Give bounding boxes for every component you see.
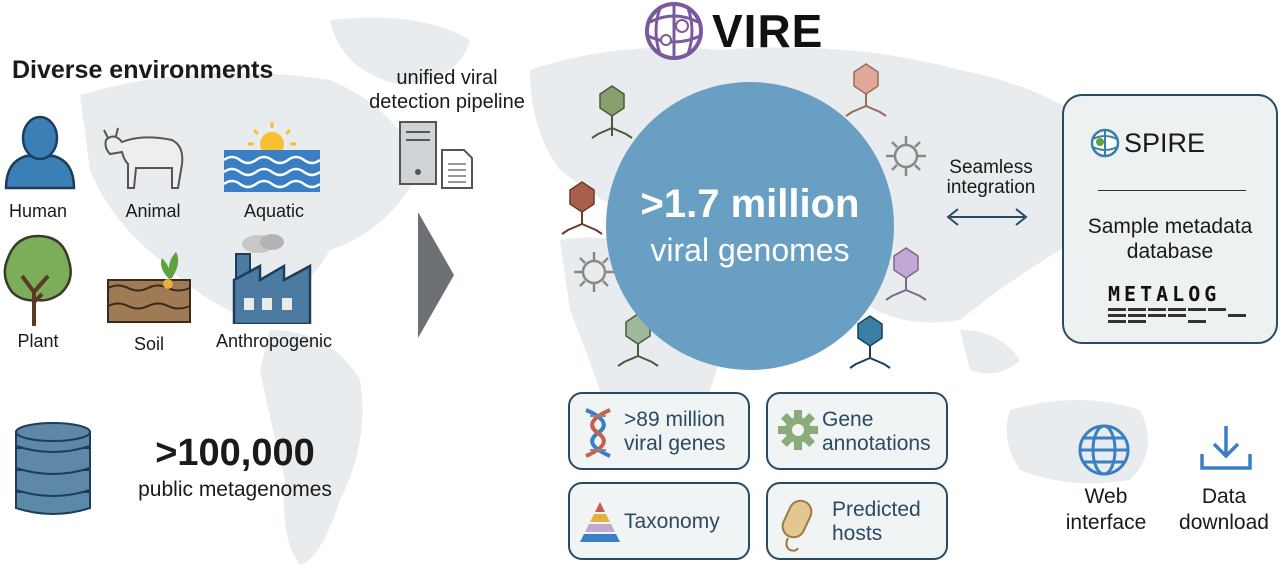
- feature-predicted-hosts-line1: Predicted: [832, 498, 921, 521]
- web-interface-line2: interface: [1065, 511, 1147, 534]
- pipeline-label-line1: unified viral: [396, 67, 498, 89]
- virus-icon: [574, 252, 614, 292]
- feature-gene-annotations-line1: Gene: [822, 408, 874, 431]
- vire-title: VIRE: [712, 5, 824, 57]
- double-arrow-icon: [946, 208, 1028, 226]
- feature-gene-annotations-line2: annotations: [822, 432, 931, 455]
- pipeline-label: unified viral detection pipeline: [352, 66, 542, 114]
- metalog-bars-icon: [1108, 308, 1246, 323]
- metagenome-label: public metagenomes: [138, 478, 332, 501]
- spire-description-line1: Sample metadata: [1087, 215, 1253, 238]
- flow-arrow-icon: [418, 212, 454, 338]
- server-icon: [399, 121, 473, 189]
- spire-panel: SPIRE Sample metadata database METALOG: [1062, 94, 1278, 344]
- genome-label: viral genomes: [650, 232, 850, 268]
- env-label-aquatic: Aquatic: [243, 201, 305, 221]
- human-icon: [4, 115, 76, 190]
- virus-icon: [886, 136, 926, 176]
- bacterium-icon: [781, 499, 813, 552]
- viral-genomes-circle: >1.7 million viral genomes: [606, 82, 894, 370]
- integration-label-line2: integration: [946, 177, 1036, 198]
- metagenome-count: >100,000: [155, 432, 315, 474]
- metalog-logo: METALOG: [1108, 282, 1246, 329]
- spire-name: SPIRE: [1124, 128, 1206, 158]
- spire-divider: [1098, 190, 1246, 191]
- phage-icon: [845, 63, 887, 117]
- vire-logo-icon: [645, 2, 703, 60]
- factory-icon: [232, 234, 312, 324]
- globe-icon: [1078, 424, 1130, 476]
- aquatic-icon: [224, 122, 320, 192]
- env-label-animal: Animal: [125, 201, 181, 221]
- spire-description: Sample metadata database: [1064, 214, 1276, 264]
- spire-description-line2: database: [1126, 240, 1214, 263]
- dna-icon: [585, 408, 611, 458]
- environments-heading: Diverse environments: [12, 56, 274, 84]
- soil-icon: [107, 252, 191, 323]
- metalog-text: METALOG: [1108, 282, 1221, 306]
- phage-icon: [849, 315, 891, 369]
- feature-taxonomy-line1: Taxonomy: [624, 510, 720, 533]
- integration-label: Seamless integration: [936, 158, 1046, 198]
- feature-gene-annotations: Gene annotations: [766, 392, 948, 470]
- pyramid-icon: [580, 502, 620, 542]
- database-icon: [15, 422, 91, 515]
- phage-icon: [591, 85, 633, 139]
- integration-label-line1: Seamless: [949, 157, 1033, 178]
- phage-icon: [885, 247, 927, 301]
- spire-logo-icon: [1090, 128, 1120, 158]
- web-interface-label: Web interface: [1054, 484, 1158, 536]
- feature-predicted-hosts: Predicted hosts: [766, 482, 948, 560]
- feature-predicted-hosts-line2: hosts: [832, 522, 883, 545]
- pipeline-label-line2: detection pipeline: [369, 91, 525, 113]
- tree-icon: [3, 234, 72, 326]
- gear-icon: [778, 410, 818, 450]
- env-label-anthropogenic: Anthropogenic: [215, 331, 333, 351]
- feature-viral-genes: >89 million viral genes: [568, 392, 750, 470]
- data-download-line2: download: [1179, 511, 1269, 534]
- feature-viral-genes-line2: viral genes: [624, 432, 726, 455]
- env-label-plant: Plant: [17, 331, 59, 351]
- env-label-human: Human: [8, 201, 68, 221]
- data-download-line1: Data: [1201, 485, 1247, 508]
- feature-taxonomy: Taxonomy: [568, 482, 750, 560]
- feature-viral-genes-line1: >89 million: [624, 408, 725, 431]
- phage-icon: [561, 181, 603, 235]
- genome-count: >1.7 million: [640, 182, 860, 226]
- env-label-soil: Soil: [133, 334, 164, 354]
- data-download-label: Data download: [1170, 484, 1278, 536]
- download-icon: [1200, 426, 1252, 470]
- cow-icon: [103, 127, 184, 189]
- web-interface-line1: Web: [1084, 485, 1128, 508]
